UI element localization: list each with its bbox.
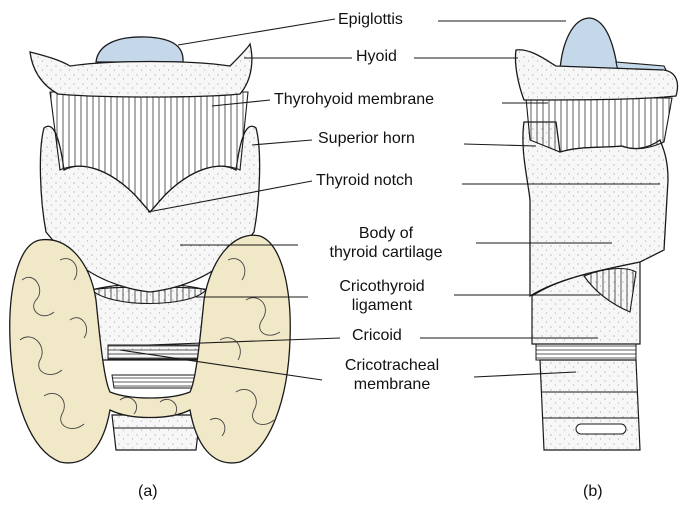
epiglottis-a [96,37,183,62]
label-thyroid-notch: Thyroid notch [316,171,413,190]
label-cricoid: Cricoid [352,326,402,345]
label-thyrohyoid-membrane: Thyrohyoid membrane [274,90,434,109]
epiglottis-b [560,18,618,72]
thyrohyoid-membrane-b [526,98,672,152]
label-body-of-thyroid-cartilage: Body of thyroid cartilage [300,224,472,262]
label-epiglottis: Epiglottis [338,10,403,29]
caption-anterior-view: (a) [138,483,158,501]
label-cricotracheal-membrane: Cricotracheal membrane [318,356,466,394]
label-cricothyroid-ligament: Cricothyroid ligament [312,277,452,315]
caption-lateral-view: (b) [583,483,603,501]
anterior-view [10,37,291,463]
label-hyoid: Hyoid [356,47,397,66]
cricotracheal-membrane-a [108,345,200,359]
cricotracheal-membrane-b [536,344,636,360]
lateral-view [515,18,677,450]
label-superior-horn: Superior horn [318,129,415,148]
